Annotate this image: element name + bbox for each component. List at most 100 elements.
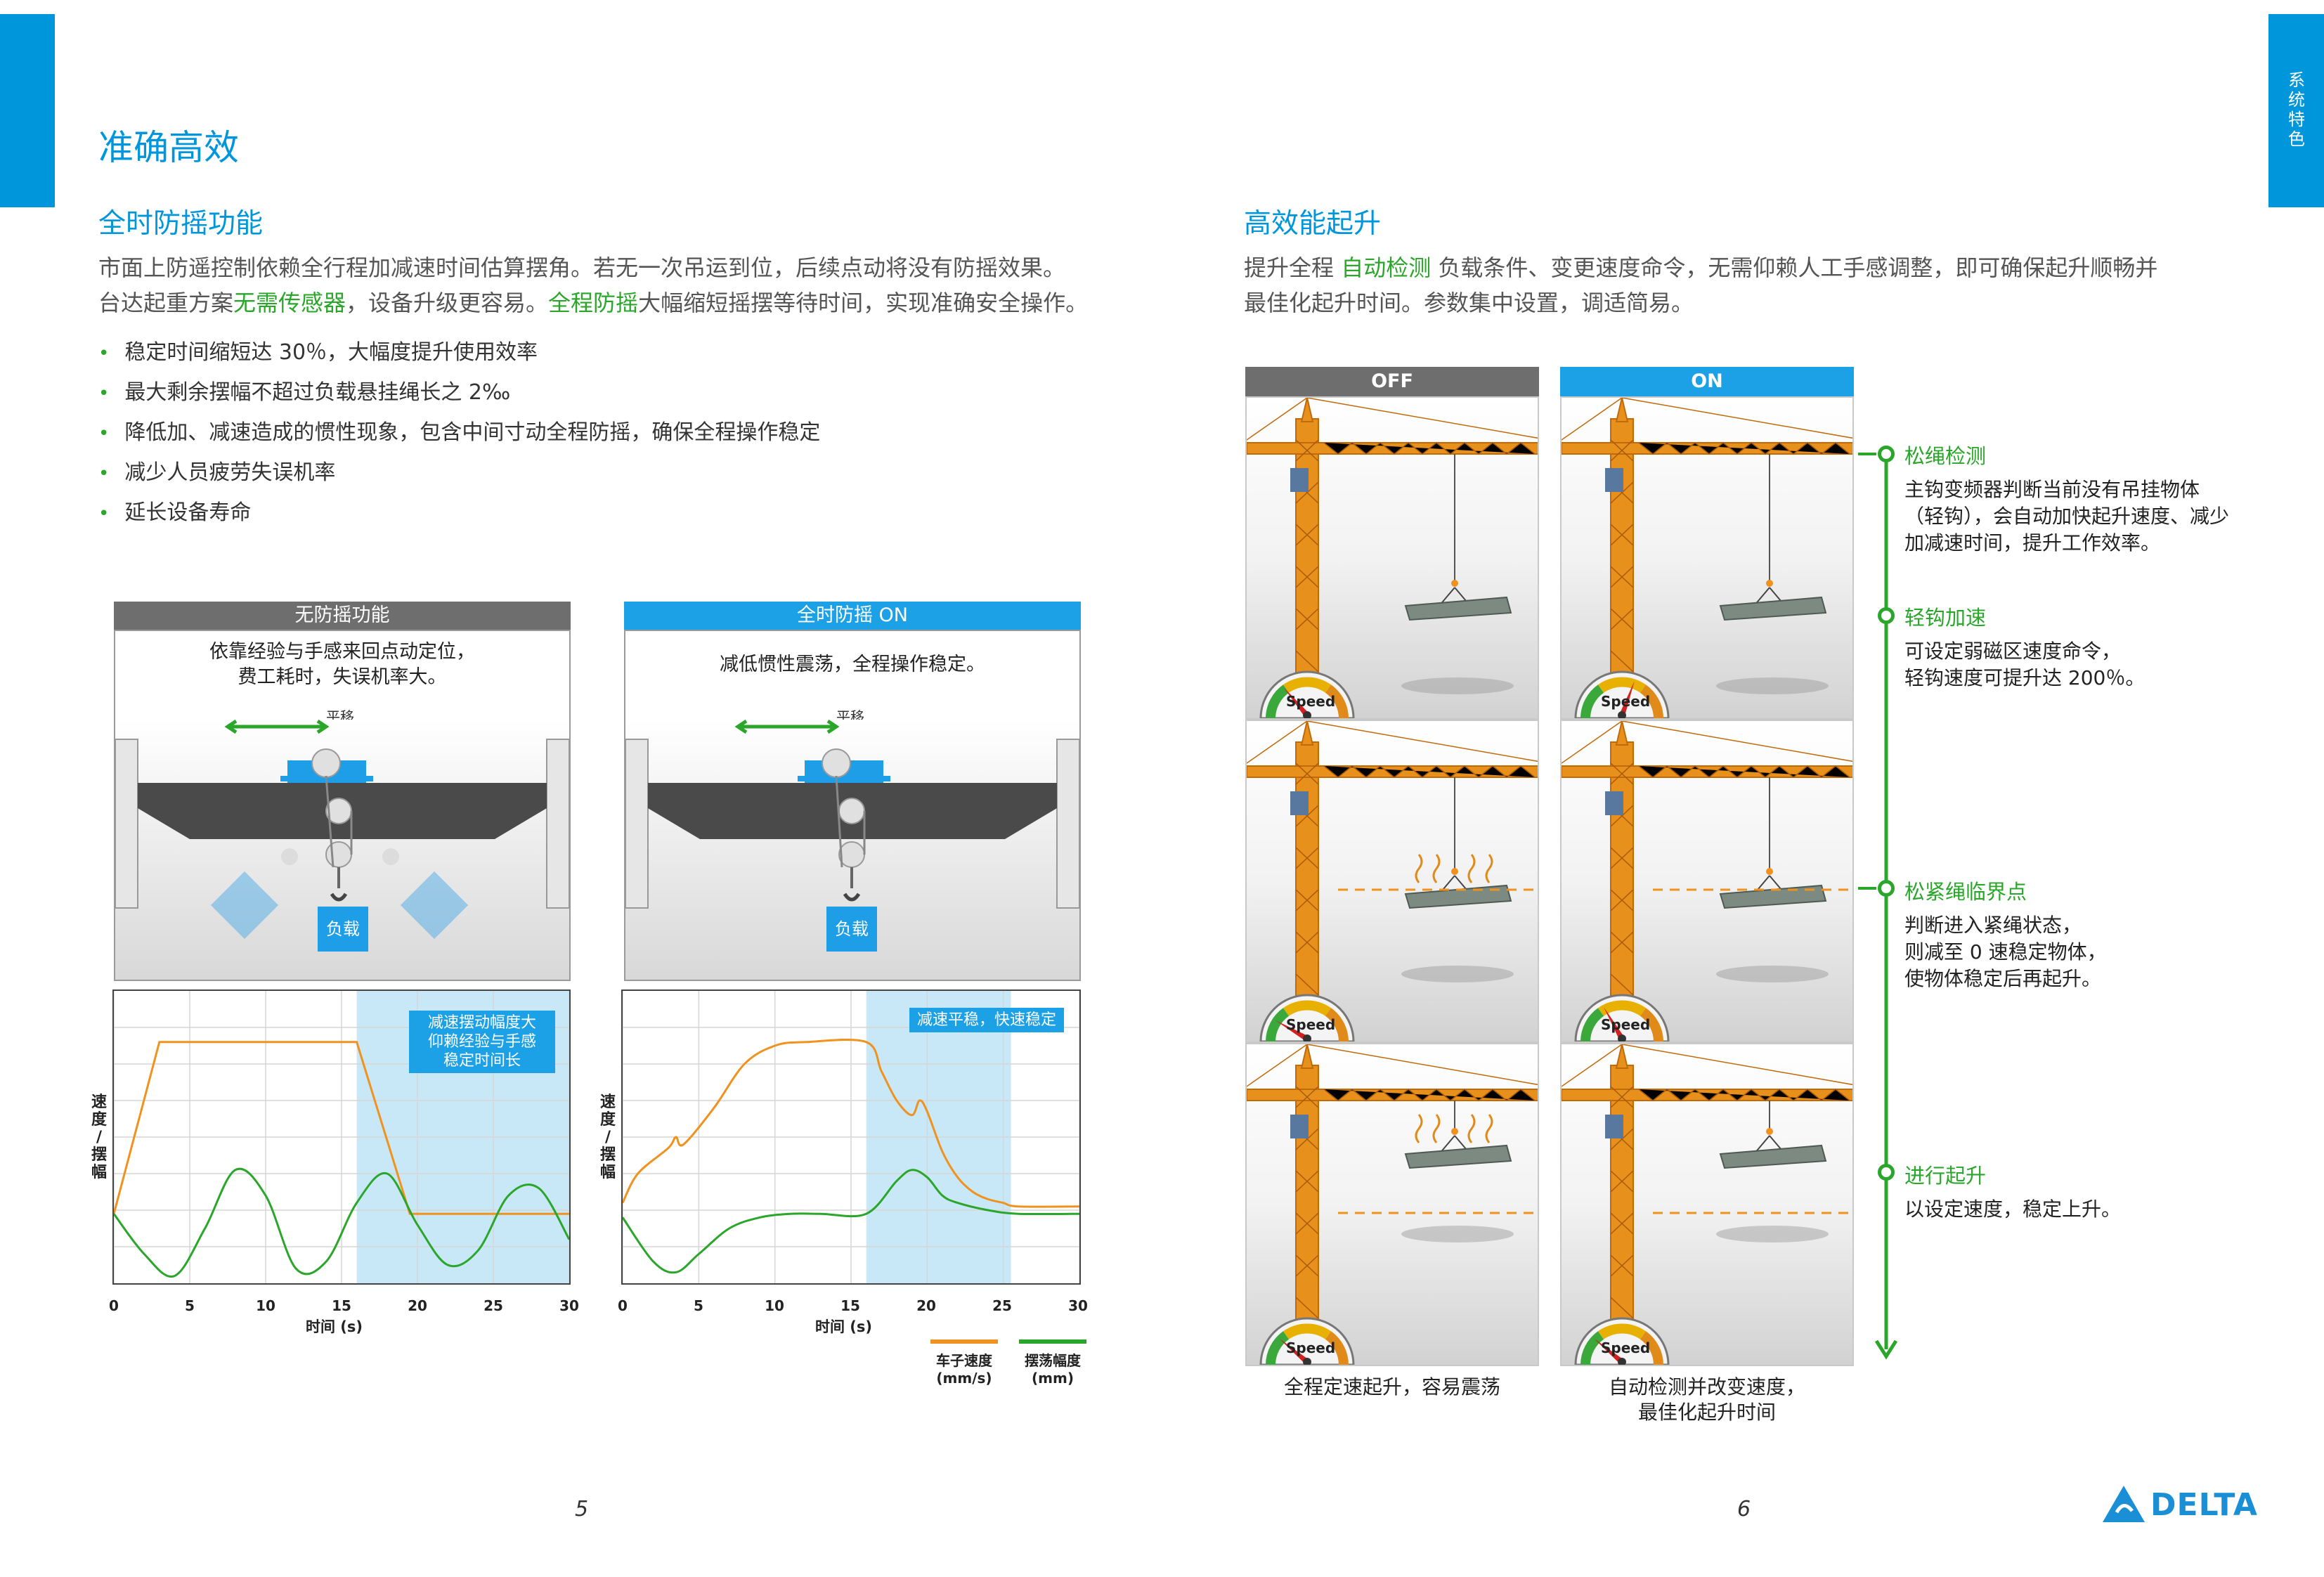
timeline-node-4: [1878, 1164, 1895, 1181]
timeline-node-1: [1878, 446, 1895, 462]
legend-sway: 摆荡幅度 (mm): [1016, 1352, 1089, 1387]
x-tick: 15: [332, 1297, 351, 1314]
legend-speed-swatch: [930, 1339, 998, 1344]
left-para-line2: 台达起重方案无需传感器，设备升级更容易。全程防摇大幅缩短摇摆等待时间，实现准确安…: [98, 285, 1124, 320]
off-header: OFF: [1245, 367, 1539, 396]
legend-speed: 车子速度 (mm/s): [928, 1352, 1001, 1387]
ylabel-char: 摆: [91, 1146, 107, 1164]
left-heading: 全时防摇功能: [98, 208, 264, 240]
speed-gauge: [1259, 994, 1355, 1041]
step-body: 主钩变频器判断当前没有吊挂物体 （轻钩），会自动加快起升速度、减少 加减速时间，…: [1904, 476, 2270, 557]
crane-cell: Speed: [1560, 720, 1854, 1043]
crane-cell: Speed: [1245, 720, 1539, 1043]
ylabel-char: 摆: [599, 1146, 616, 1164]
panel-off: 依靠经验与手感来回点动定位， 费工耗时，失误机率大。 平移 负载: [114, 630, 571, 981]
timeline-node-2: [1878, 607, 1895, 624]
x-tick: 5: [185, 1297, 195, 1314]
chart-off-callout: 减速摆动幅度大 仰赖经验与手感 稳定时间长: [409, 1011, 555, 1073]
x-tick: 0: [618, 1297, 628, 1314]
crane-cell: Speed: [1560, 1043, 1854, 1366]
list-item: 降低加、减速造成的惯性现象，包含中间寸动全程防摇，确保全程操作稳定: [98, 413, 820, 453]
callout-line: 减速摆动幅度大: [427, 1014, 536, 1032]
left-para-line1: 市面上防遥控制依赖全行程加减速时间估算摆角。若无一次吊运到位，后续点动将没有防摇…: [98, 254, 1066, 281]
right-para-line1: 提升全程 自动检测 负载条件、变更速度命令，无需仰赖人工手感调整，即可确保起升顺…: [1244, 250, 2228, 285]
step-line: 以设定速度，稳定上升。: [1904, 1198, 2122, 1221]
step-title: 松绳检测: [1904, 444, 1987, 468]
para-text: ，设备升级更容易。: [346, 290, 549, 316]
x-tick: 25: [992, 1297, 1012, 1314]
left-accent-bar: [0, 14, 55, 207]
chart-on-xticks: 0 5 10 15 20 25 30: [618, 1297, 1088, 1316]
section-side-tab-label: 系统特色: [2288, 70, 2305, 149]
section-side-tab[interactable]: 系统特色: [2268, 14, 2324, 207]
step-body: 判断进入紧绳状态， 则减至 0 速稳定物体， 使物体稳定后再起升。: [1904, 912, 2270, 992]
x-tick: 20: [408, 1297, 427, 1314]
speed-series-line: [114, 1041, 569, 1215]
crane-illustration: [1562, 1044, 1852, 1365]
page-number-right: 6: [1737, 1497, 1751, 1521]
left-paragraph: 市面上防遥控制依赖全行程加减速时间估算摆角。若无一次吊运到位，后续点动将没有防摇…: [98, 250, 1124, 320]
panel-on-header: 全时防摇 ON: [624, 602, 1081, 630]
ylabel-char: 度: [599, 1111, 616, 1129]
highlight-auto-detect: 自动检测: [1341, 254, 1432, 281]
list-item: 稳定时间缩短达 30％，大幅度提升使用效率: [98, 333, 820, 373]
speed-gauge: [1259, 670, 1355, 718]
speed-gauge: [1574, 1317, 1670, 1365]
crane-illustration: [1562, 721, 1852, 1041]
legend-text: (mm): [1032, 1370, 1074, 1387]
sway-series-line: [114, 1167, 569, 1278]
step-body: 以设定速度，稳定上升。: [1904, 1196, 2270, 1223]
panel-on-desc: 减低惯性震荡，全程操作稳定。: [720, 654, 985, 675]
feature-list: 稳定时间缩短达 30％，大幅度提升使用效率 最大剩余摆幅不超过负载悬挂绳长之 2…: [98, 333, 820, 533]
chart-on: 减速平稳，快速稳定: [621, 989, 1081, 1285]
crane-illustration: [1247, 398, 1538, 718]
speed-gauge: [1259, 1317, 1355, 1365]
legend-text: (mm/s): [936, 1370, 992, 1387]
ylabel-char: 度: [91, 1111, 107, 1129]
desc-line: 费工耗时，失误机率大。: [238, 666, 447, 688]
timeline-node-3: [1878, 880, 1895, 897]
chart-off-ylabel: 速 度 / 摆 幅: [90, 1093, 108, 1181]
step-title: 轻钩加速: [1904, 606, 1987, 630]
step-1: 松绳检测 主钩变频器判断当前没有吊挂物体 （轻钩），会自动加快起升速度、减少 加…: [1904, 440, 2270, 557]
legend-text: 摆荡幅度: [1025, 1352, 1081, 1369]
step-title: 松紧绳临界点: [1904, 880, 2027, 904]
highlight-sensorless: 无需传感器: [233, 290, 346, 316]
chart-on-ylabel: 速 度 / 摆 幅: [599, 1093, 617, 1181]
step-line: 加减速时间，提升工作效率。: [1904, 531, 2161, 554]
right-paragraph: 提升全程 自动检测 负载条件、变更速度命令，无需仰赖人工手感调整，即可确保起升顺…: [1244, 250, 2228, 320]
speed-label: Speed: [1286, 1339, 1336, 1356]
delta-logo-icon: [2103, 1486, 2145, 1522]
x-tick: 10: [765, 1297, 784, 1314]
speed-label: Speed: [1601, 1016, 1651, 1033]
chart-on-callout: 减速平稳，快速稳定: [909, 1008, 1064, 1032]
x-tick: 25: [483, 1297, 503, 1314]
crane-cell: Speed: [1245, 1043, 1539, 1366]
step-line: 主钩变频器判断当前没有吊挂物体: [1904, 478, 2200, 501]
x-tick: 0: [109, 1297, 119, 1314]
chart-off: 减速摆动幅度大 仰赖经验与手感 稳定时间长: [112, 989, 571, 1285]
on-header: ON: [1560, 367, 1854, 396]
chart-on-plot: [623, 991, 1079, 1283]
step-line: 轻钩速度可提升达 200％。: [1904, 666, 2146, 689]
page-title: 准确高效: [98, 127, 239, 168]
process-timeline: [1858, 453, 1898, 1360]
chart-on-xtitle: 时间 (s): [815, 1318, 873, 1335]
sway-series-line: [623, 1169, 1079, 1274]
para-text: 大幅缩短摇摆等待时间，实现准确安全操作。: [638, 290, 1089, 316]
x-tick: 30: [559, 1297, 579, 1314]
x-tick: 10: [256, 1297, 275, 1314]
load-box-off: 负载: [318, 907, 368, 952]
speed-gauge: [1574, 670, 1670, 718]
list-item: 最大剩余摆幅不超过负载悬挂绳长之 2‰: [98, 373, 820, 413]
caption-line: 自动检测并改变速度，: [1608, 1375, 1805, 1398]
right-heading: 高效能起升: [1244, 208, 1382, 240]
ylabel-char: 幅: [91, 1164, 107, 1181]
crane-illustration: [1247, 721, 1538, 1041]
ylabel-char: 速: [599, 1093, 616, 1111]
trolley-illustration-off: [115, 720, 569, 980]
panel-off-desc: 依靠经验与手感来回点动定位， 费工耗时，失误机率大。: [115, 640, 569, 690]
step-line: 使物体稳定后再起升。: [1904, 967, 2102, 990]
panel-on: 减低惯性震荡，全程操作稳定。 平移 负载: [624, 630, 1081, 981]
step-line: （轻钩），会自动加快起升速度、减少: [1904, 505, 2230, 528]
